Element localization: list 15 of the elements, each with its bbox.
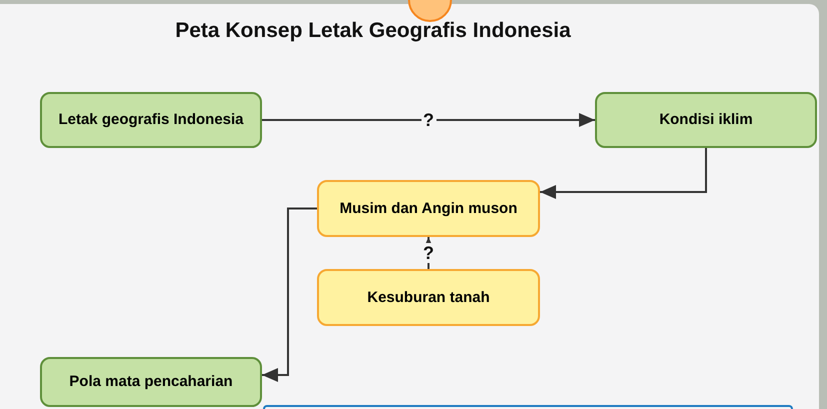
concept-box (40, 357, 262, 407)
concept-box (317, 269, 540, 326)
connector-arrow (540, 148, 707, 199)
edge-label: ? (421, 243, 436, 263)
concept-text: Musim dan Angin muson (340, 200, 518, 218)
concept-text: Letak geografis Indonesia (58, 111, 244, 129)
concept-text: Pola mata pencaharian (69, 373, 233, 391)
connector-arrow (262, 113, 595, 127)
concept-box (40, 92, 262, 148)
concept-box (595, 92, 817, 148)
concept-text: Kondisi iklim (659, 111, 753, 129)
concept-text: Kesuburan tanah (367, 288, 490, 306)
concept-box (317, 180, 540, 237)
connector-arrow (262, 208, 317, 382)
diagram-title: Peta Konsep Letak Geografis Indonesia (175, 19, 571, 43)
